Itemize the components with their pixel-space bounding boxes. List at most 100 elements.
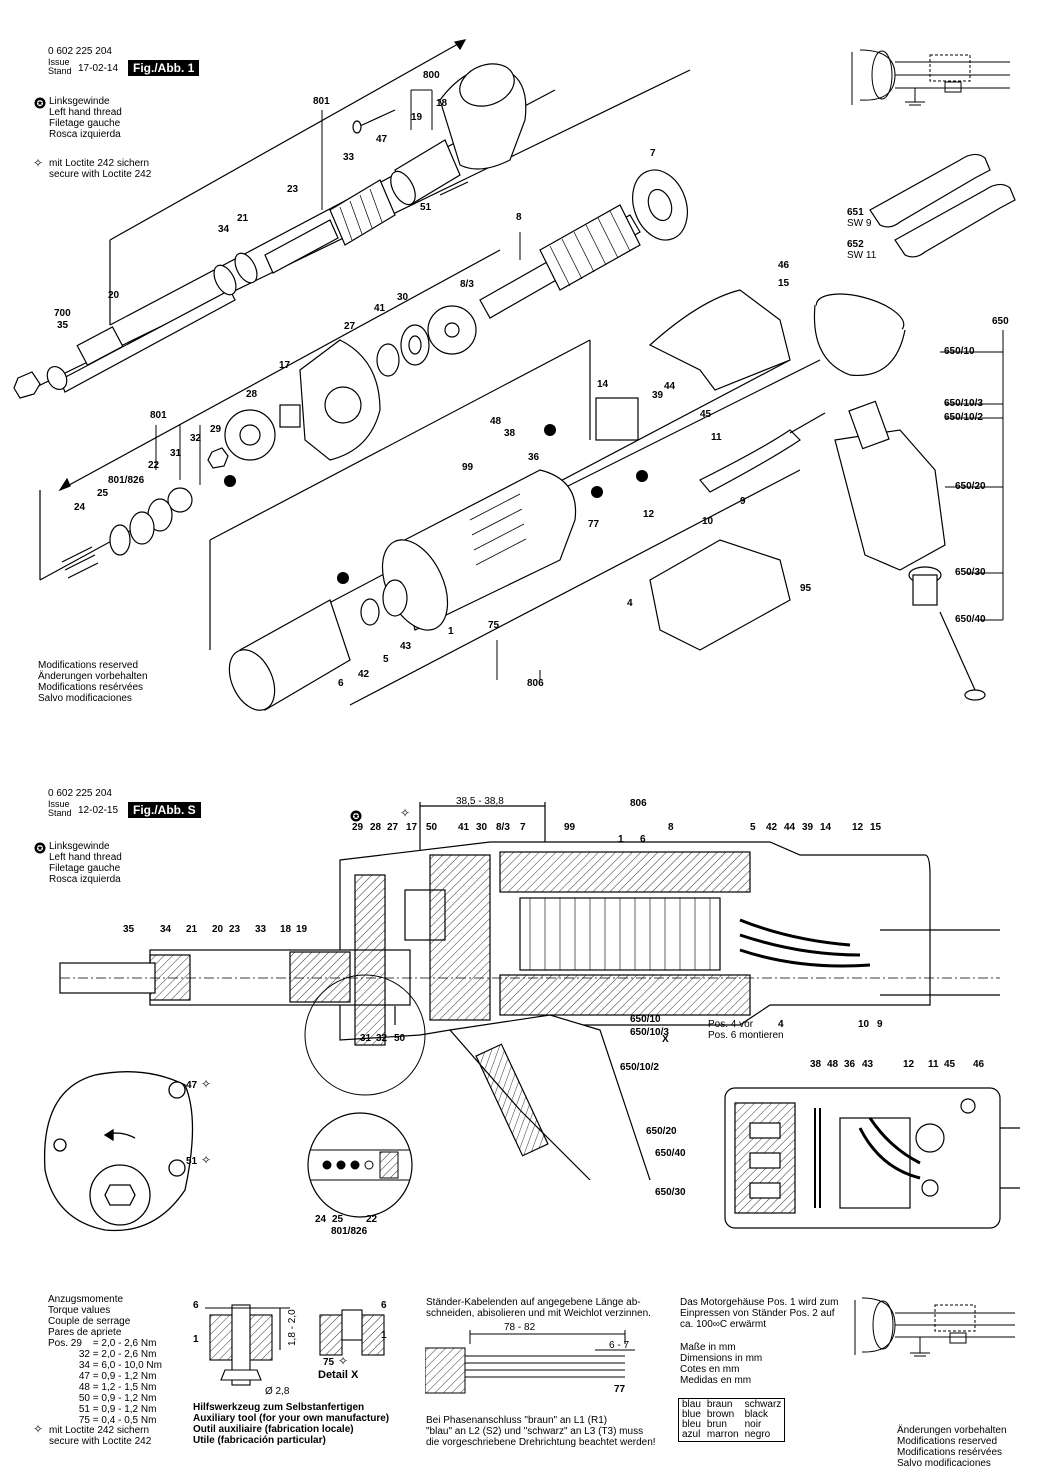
tool-label-1: 1 (193, 1334, 199, 1345)
label-25: 25 (332, 1214, 344, 1225)
sheet1-issue-label: Issue Stand (48, 58, 72, 76)
sheet2-date: 12-02-15 (78, 805, 119, 816)
torque-row: 48 = 1,2 - 1,5 Nm (78, 1382, 157, 1393)
label-650-20: 650/20 (955, 481, 986, 492)
label-17: 17 (406, 822, 418, 833)
label-15: 15 (870, 822, 882, 833)
cable-drawing (425, 1330, 635, 1394)
label-36: 36 (844, 1059, 856, 1070)
label-806: 806 (630, 798, 647, 809)
label-35: 35 (57, 320, 69, 331)
label-99: 99 (564, 822, 576, 833)
dimension-38-5: 38,5 - 38,8 (456, 796, 504, 807)
left-thread-icon: ✪ (350, 809, 362, 827)
label-33: 33 (343, 152, 355, 163)
label-75: 75 (488, 620, 500, 631)
label-650-40: 650/40 (655, 1148, 686, 1159)
label-25: 25 (97, 488, 109, 499)
label-18: 18 (280, 924, 292, 935)
phase-note: Bei Phasenanschluss "braun" an L1 (R1)"b… (426, 1415, 656, 1448)
label-43: 43 (862, 1059, 874, 1070)
label-33: 33 (255, 924, 267, 935)
sheet1-number: 0 602 225 204 (48, 46, 112, 57)
label-sw9: SW 9 (847, 218, 872, 229)
label-47: 47 (186, 1080, 198, 1091)
label-7: 7 (520, 822, 526, 833)
label-35: 35 (123, 924, 135, 935)
label-44: 44 (664, 381, 676, 392)
label-15: 15 (778, 278, 790, 289)
label-5: 5 (750, 822, 756, 833)
label-31: 31 (170, 448, 182, 459)
label-51: 51 (186, 1156, 198, 1167)
tool-dim-2-8: Ø 2,8 (265, 1386, 290, 1397)
label-8: 8 (668, 822, 674, 833)
label-46: 46 (973, 1059, 985, 1070)
label-24: 24 (315, 1214, 327, 1225)
label-39: 39 (802, 822, 814, 833)
label-8: 8 (516, 212, 522, 223)
label-42: 42 (766, 822, 778, 833)
torque-row: 32 = 2,0 - 2,6 Nm (78, 1349, 157, 1360)
label-1: 1 (448, 626, 454, 637)
label-14: 14 (597, 379, 609, 390)
label-801: 801 (313, 96, 330, 107)
cable-dim-6: 6 - 7 (609, 1340, 630, 1351)
label-21: 21 (237, 213, 249, 224)
label-5: 5 (383, 654, 389, 665)
label-6: 6 (338, 678, 344, 689)
label-650-10-3: 650/10/3 (944, 398, 983, 409)
label-30: 30 (397, 292, 409, 303)
label-1: 1 (618, 834, 624, 845)
label-801-826: 801/826 (331, 1226, 368, 1237)
label-801-lower: 801 (150, 410, 167, 421)
label-29: 29 (210, 424, 222, 435)
label-43: 43 (400, 641, 412, 652)
label-4: 4 (627, 598, 633, 609)
loctite-icon: ✧ (201, 1077, 212, 1091)
label-9: 9 (740, 496, 746, 507)
label-47: 47 (376, 134, 388, 145)
sheet2-issue-label: Issue Stand (48, 800, 72, 818)
label-10: 10 (702, 516, 714, 527)
label-46: 46 (778, 260, 790, 271)
label-700: 700 (54, 308, 71, 319)
label-51: 51 (420, 202, 432, 213)
label-19: 19 (296, 924, 308, 935)
label-652: 652 (847, 239, 864, 250)
label-650-30: 650/30 (955, 567, 986, 578)
label-7: 7 (650, 148, 656, 159)
label-24: 24 (74, 502, 86, 513)
label-11: 11 (928, 1059, 939, 1070)
cable-note: Ständer-Kabelenden auf angegebene Länge … (426, 1297, 651, 1319)
sheet1-date: 17-02-14 (78, 63, 119, 74)
torque-row: 50 = 0,9 - 1,2 Nm (78, 1393, 157, 1404)
label-12: 12 (903, 1059, 915, 1070)
torque-row: 51 = 0,9 - 1,2 Nm (78, 1404, 157, 1415)
torque-row: Pos. 29 = 2,0 - 2,6 Nm (48, 1338, 157, 1349)
label-6: 6 (640, 834, 646, 845)
label-650-30: 650/30 (655, 1187, 686, 1198)
section-view-drawing (59, 802, 1000, 1180)
label-11: 11 (711, 432, 722, 443)
label-650-10: 650/10 (944, 346, 975, 357)
svg-text:✪: ✪ (353, 812, 360, 821)
label-4: 4 (778, 1019, 784, 1030)
svg-text:✪: ✪ (37, 99, 44, 108)
torque-row: 75 = 0,4 - 0,5 Nm (78, 1415, 157, 1426)
label-sw11: SW 11 (847, 250, 877, 261)
label-28: 28 (370, 822, 382, 833)
detail-x-drawing (307, 1112, 413, 1218)
label-17: 17 (279, 360, 291, 371)
label-41: 41 (458, 822, 470, 833)
loctite-icon: ✧ (33, 1422, 44, 1436)
label-8-3: 8/3 (460, 279, 474, 290)
